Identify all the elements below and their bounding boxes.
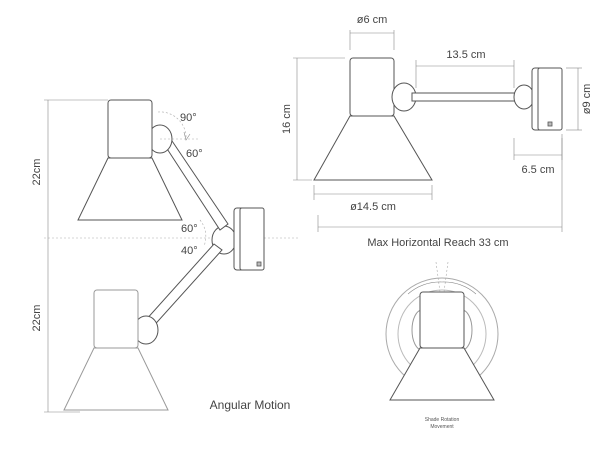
dim-max-reach: Max Horizontal Reach 33 cm bbox=[317, 138, 563, 249]
dim-height-upper: 22cm bbox=[31, 99, 108, 238]
label-arm-length: 13.5 cm bbox=[446, 49, 485, 61]
side-view-lamp bbox=[313, 57, 563, 181]
dim-shade-diameter: ø14.5 cm bbox=[313, 185, 433, 213]
dim-arm-length: 13.5 cm bbox=[415, 49, 515, 88]
label-wall-depth: 6.5 cm bbox=[521, 164, 554, 176]
dim-wall-plate: ø9 cm bbox=[566, 67, 593, 131]
label-angle-40: 40° bbox=[181, 245, 198, 257]
rotation-diagram bbox=[385, 261, 499, 401]
label-shade-diameter: ø14.5 cm bbox=[350, 201, 396, 213]
label-lamp-height: 16 cm bbox=[281, 104, 293, 134]
label-angle-60-top: 60° bbox=[186, 148, 203, 160]
caption-rotation-line2: Movement bbox=[430, 424, 454, 430]
label-height-lower: 22cm bbox=[31, 305, 43, 332]
dim-wall-depth: 6.5 cm bbox=[513, 134, 563, 176]
caption-angular-motion: Angular Motion bbox=[210, 398, 291, 412]
label-angle-60-mid: 60° bbox=[181, 223, 198, 235]
angular-upper-lamp bbox=[77, 99, 183, 221]
label-max-reach: Max Horizontal Reach 33 cm bbox=[367, 237, 508, 249]
angular-lower-lamp bbox=[63, 289, 169, 411]
label-top-diameter: ø6 cm bbox=[357, 14, 388, 26]
dim-lamp-height: 16 cm bbox=[281, 57, 345, 181]
dim-height-lower: 22cm bbox=[31, 238, 80, 413]
dim-top-diameter: ø6 cm bbox=[349, 14, 395, 50]
label-wall-plate: ø9 cm bbox=[581, 84, 593, 115]
label-height-upper: 22cm bbox=[31, 159, 43, 186]
caption-rotation-line1: Shade Rotation bbox=[425, 417, 460, 423]
angle-markers: 90° 60° 60° 40° bbox=[157, 111, 207, 257]
label-angle-90: 90° bbox=[180, 112, 197, 124]
